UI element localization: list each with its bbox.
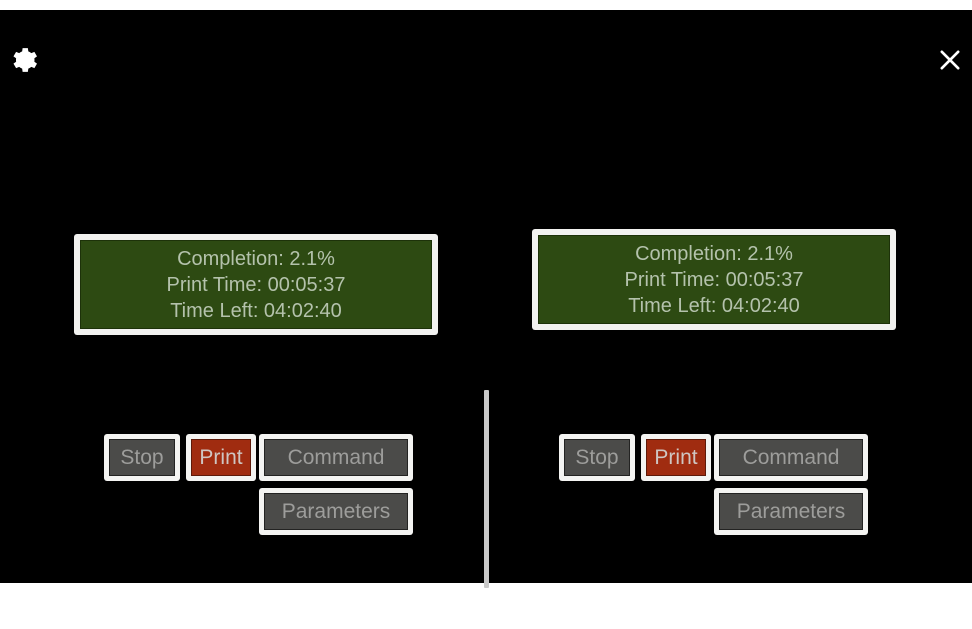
command-button-right[interactable]: Command: [714, 434, 868, 481]
status-panel-left-inner: Completion: 2.1% Print Time: 00:05:37 Ti…: [80, 240, 432, 329]
time-left-status-left: Time Left: 04:02:40: [170, 299, 342, 322]
completion-status-left: Completion: 2.1%: [177, 247, 335, 270]
printer-pane-right: Completion: 2.1% Print Time: 00:05:37 Ti…: [486, 10, 972, 583]
print-button-right-label: Print: [646, 439, 706, 476]
close-icon: [936, 46, 964, 74]
parameters-button-left[interactable]: Parameters: [259, 488, 413, 535]
command-button-left-label: Command: [264, 439, 408, 476]
completion-status-right: Completion: 2.1%: [635, 242, 793, 265]
time-left-status-right: Time Left: 04:02:40: [628, 294, 800, 317]
command-button-right-label: Command: [719, 439, 863, 476]
gear-icon: [9, 45, 39, 75]
print-time-status-left: Print Time: 00:05:37: [166, 273, 346, 296]
printer-pane-left: Completion: 2.1% Print Time: 00:05:37 Ti…: [0, 10, 486, 583]
settings-button[interactable]: [4, 40, 44, 80]
parameters-button-left-label: Parameters: [264, 493, 408, 530]
status-panel-left: Completion: 2.1% Print Time: 00:05:37 Ti…: [74, 234, 438, 335]
parameters-button-right-label: Parameters: [719, 493, 863, 530]
stop-button-left-label: Stop: [109, 439, 175, 476]
print-button-left[interactable]: Print: [186, 434, 256, 481]
status-panel-right-inner: Completion: 2.1% Print Time: 00:05:37 Ti…: [538, 235, 890, 324]
command-button-left[interactable]: Command: [259, 434, 413, 481]
stop-button-left[interactable]: Stop: [104, 434, 180, 481]
status-panel-right: Completion: 2.1% Print Time: 00:05:37 Ti…: [532, 229, 896, 330]
close-button[interactable]: [928, 38, 972, 82]
print-button-left-label: Print: [191, 439, 251, 476]
stop-button-right[interactable]: Stop: [559, 434, 635, 481]
print-button-right[interactable]: Print: [641, 434, 711, 481]
stop-button-right-label: Stop: [564, 439, 630, 476]
pane-divider: [484, 390, 489, 588]
parameters-button-right[interactable]: Parameters: [714, 488, 868, 535]
print-time-status-right: Print Time: 00:05:37: [624, 268, 804, 291]
